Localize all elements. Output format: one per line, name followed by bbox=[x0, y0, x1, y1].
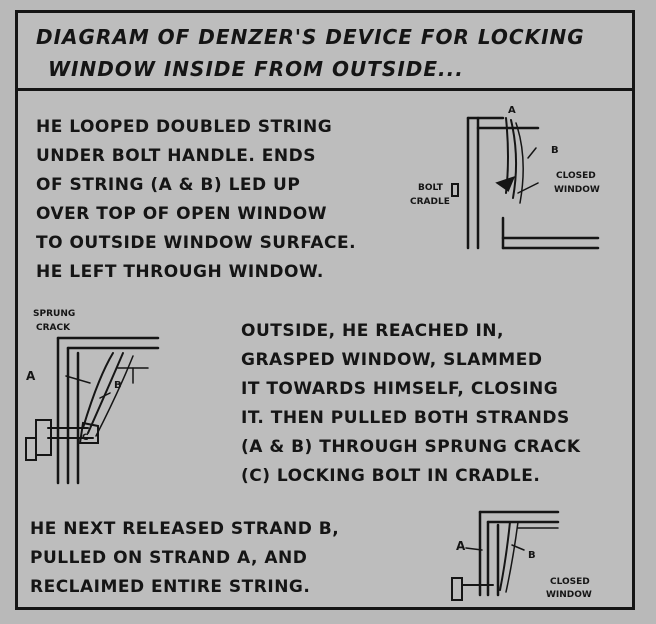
figure2-sprung-crack: SPRUNG CRACK A B C bbox=[25, 309, 160, 485]
step2-line: (C) LOCKING BOLT IN CRADLE. bbox=[241, 466, 541, 486]
step1-line: HE LEFT THROUGH WINDOW. bbox=[36, 262, 324, 282]
step1-line: OVER TOP OF OPEN WINDOW bbox=[36, 204, 327, 224]
title-box: DIAGRAM OF DENZER'S DEVICE FOR LOCKING W… bbox=[18, 13, 632, 91]
figure3-label-b: B bbox=[528, 550, 536, 561]
step1-line: OF STRING (A & B) LED UP bbox=[36, 175, 301, 195]
step2-line: GRASPED WINDOW, SLAMMED bbox=[241, 350, 543, 370]
figure1-closed-label: CLOSED bbox=[556, 171, 596, 181]
figure2-label-b: B bbox=[114, 380, 122, 391]
diagram-frame: DIAGRAM OF DENZER'S DEVICE FOR LOCKING W… bbox=[15, 10, 635, 610]
step1-line: UNDER BOLT HANDLE. ENDS bbox=[36, 146, 316, 166]
step1-line: HE LOOPED DOUBLED STRING bbox=[36, 117, 333, 137]
figure2-crack-label: CRACK bbox=[36, 323, 71, 333]
step3-line: PULLED ON STRAND A, AND bbox=[30, 548, 308, 568]
figure1-window-label: WINDOW bbox=[554, 185, 600, 195]
figure3-label-a: A bbox=[456, 539, 466, 553]
figure1-cradle-label: CRADLE bbox=[410, 197, 450, 207]
figure1-label-a: A bbox=[508, 105, 516, 116]
figure1-label-b: B bbox=[551, 145, 559, 156]
figure2-label-c: C bbox=[82, 433, 89, 443]
step2-line: OUTSIDE, HE REACHED IN, bbox=[241, 321, 504, 341]
title-line-1: DIAGRAM OF DENZER'S DEVICE FOR LOCKING bbox=[36, 25, 585, 49]
figure3-closed-label: CLOSED bbox=[550, 577, 590, 587]
figure2-sprung-label: SPRUNG bbox=[33, 309, 75, 319]
step3-text: HE NEXT RELEASED STRAND B, PULLED ON STR… bbox=[30, 515, 339, 602]
step1-text: HE LOOPED DOUBLED STRING UNDER BOLT HAND… bbox=[36, 113, 356, 287]
step2-line: IT. THEN PULLED BOTH STRANDS bbox=[241, 408, 570, 428]
step3-line: HE NEXT RELEASED STRAND B, bbox=[30, 519, 340, 539]
figure3-reclaimed: A B CLOSED WINDOW bbox=[451, 510, 592, 601]
title-line-2: WINDOW INSIDE FROM OUTSIDE... bbox=[48, 57, 464, 81]
figure1-bolt-label: BOLT bbox=[418, 183, 444, 193]
figure2-label-a: A bbox=[26, 369, 36, 383]
figure1-open-window: A B BOLT CRADLE CLOSED WINDOW bbox=[410, 105, 600, 250]
step3-line: RECLAIMED ENTIRE STRING. bbox=[30, 577, 311, 597]
step2-line: (A & B) THROUGH SPRUNG CRACK bbox=[241, 437, 581, 457]
step2-text: OUTSIDE, HE REACHED IN, GRASPED WINDOW, … bbox=[241, 317, 581, 491]
step1-line: TO OUTSIDE WINDOW SURFACE. bbox=[36, 233, 357, 253]
figure3-window-label: WINDOW bbox=[546, 590, 592, 600]
step2-line: IT TOWARDS HIMSELF, CLOSING bbox=[241, 379, 559, 399]
